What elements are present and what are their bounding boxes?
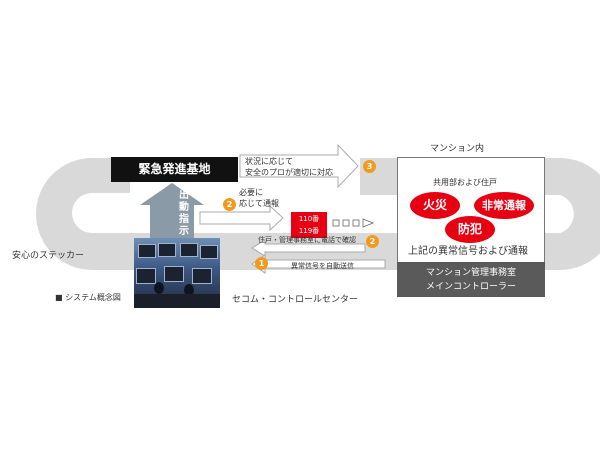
- control-center-label: セコム・コントロールセンター: [232, 295, 359, 305]
- fire-number: 119番: [298, 227, 320, 235]
- badge-3: 3: [363, 160, 376, 173]
- safety-sticker-label: 安心のステッカー: [12, 251, 85, 261]
- badge-2-confirm: 2: [366, 235, 379, 248]
- confirm-label: 住戸・管理事務室に電話で確認: [258, 236, 356, 244]
- autosend-label: 異常信号を自動送信: [291, 262, 354, 270]
- crime-prevention-ellipse: 防犯: [445, 216, 495, 243]
- controller-line2: メインコントローラー: [425, 282, 516, 292]
- fire-ellipse: 火災: [410, 192, 460, 219]
- dashed-arrow-head: [362, 218, 375, 228]
- police-fire-box: 110番 119番: [291, 212, 327, 238]
- dispatch-arrow: [140, 183, 204, 256]
- common-area-label: 共用部および住戸: [433, 178, 497, 187]
- mansion-label: マンション内: [430, 144, 485, 154]
- step2-line1: 必要に: [239, 188, 263, 197]
- controller-line1: マンション管理事務室: [425, 268, 516, 278]
- emergency-dispatch-base: 緊急発進基地: [111, 157, 238, 182]
- management-controller: マンション管理事務室 メインコントローラー: [397, 262, 545, 297]
- step3-line2: 安全のプロが適切に対応: [245, 168, 333, 177]
- emergency-call-ellipse: 非常通報: [474, 192, 534, 219]
- dispatch-label: 出動指示: [179, 190, 189, 237]
- badge-1: 1: [255, 257, 268, 270]
- control-center-photo: [134, 238, 220, 308]
- confirm-arrow: [251, 239, 366, 257]
- arrow-2-hq: [199, 204, 284, 232]
- police-number: 110番: [298, 215, 320, 223]
- badge-2-hq: 2: [223, 198, 236, 211]
- abnormal-signal-label: 上記の異常信号および通報: [408, 246, 528, 257]
- arrow-3: [239, 143, 359, 189]
- dashed-link: [332, 219, 360, 227]
- step2-line2: 応じて通報: [239, 199, 279, 208]
- step3-line1: 状況に応じて: [245, 157, 293, 166]
- concept-label: ■ システム概念図: [55, 293, 121, 302]
